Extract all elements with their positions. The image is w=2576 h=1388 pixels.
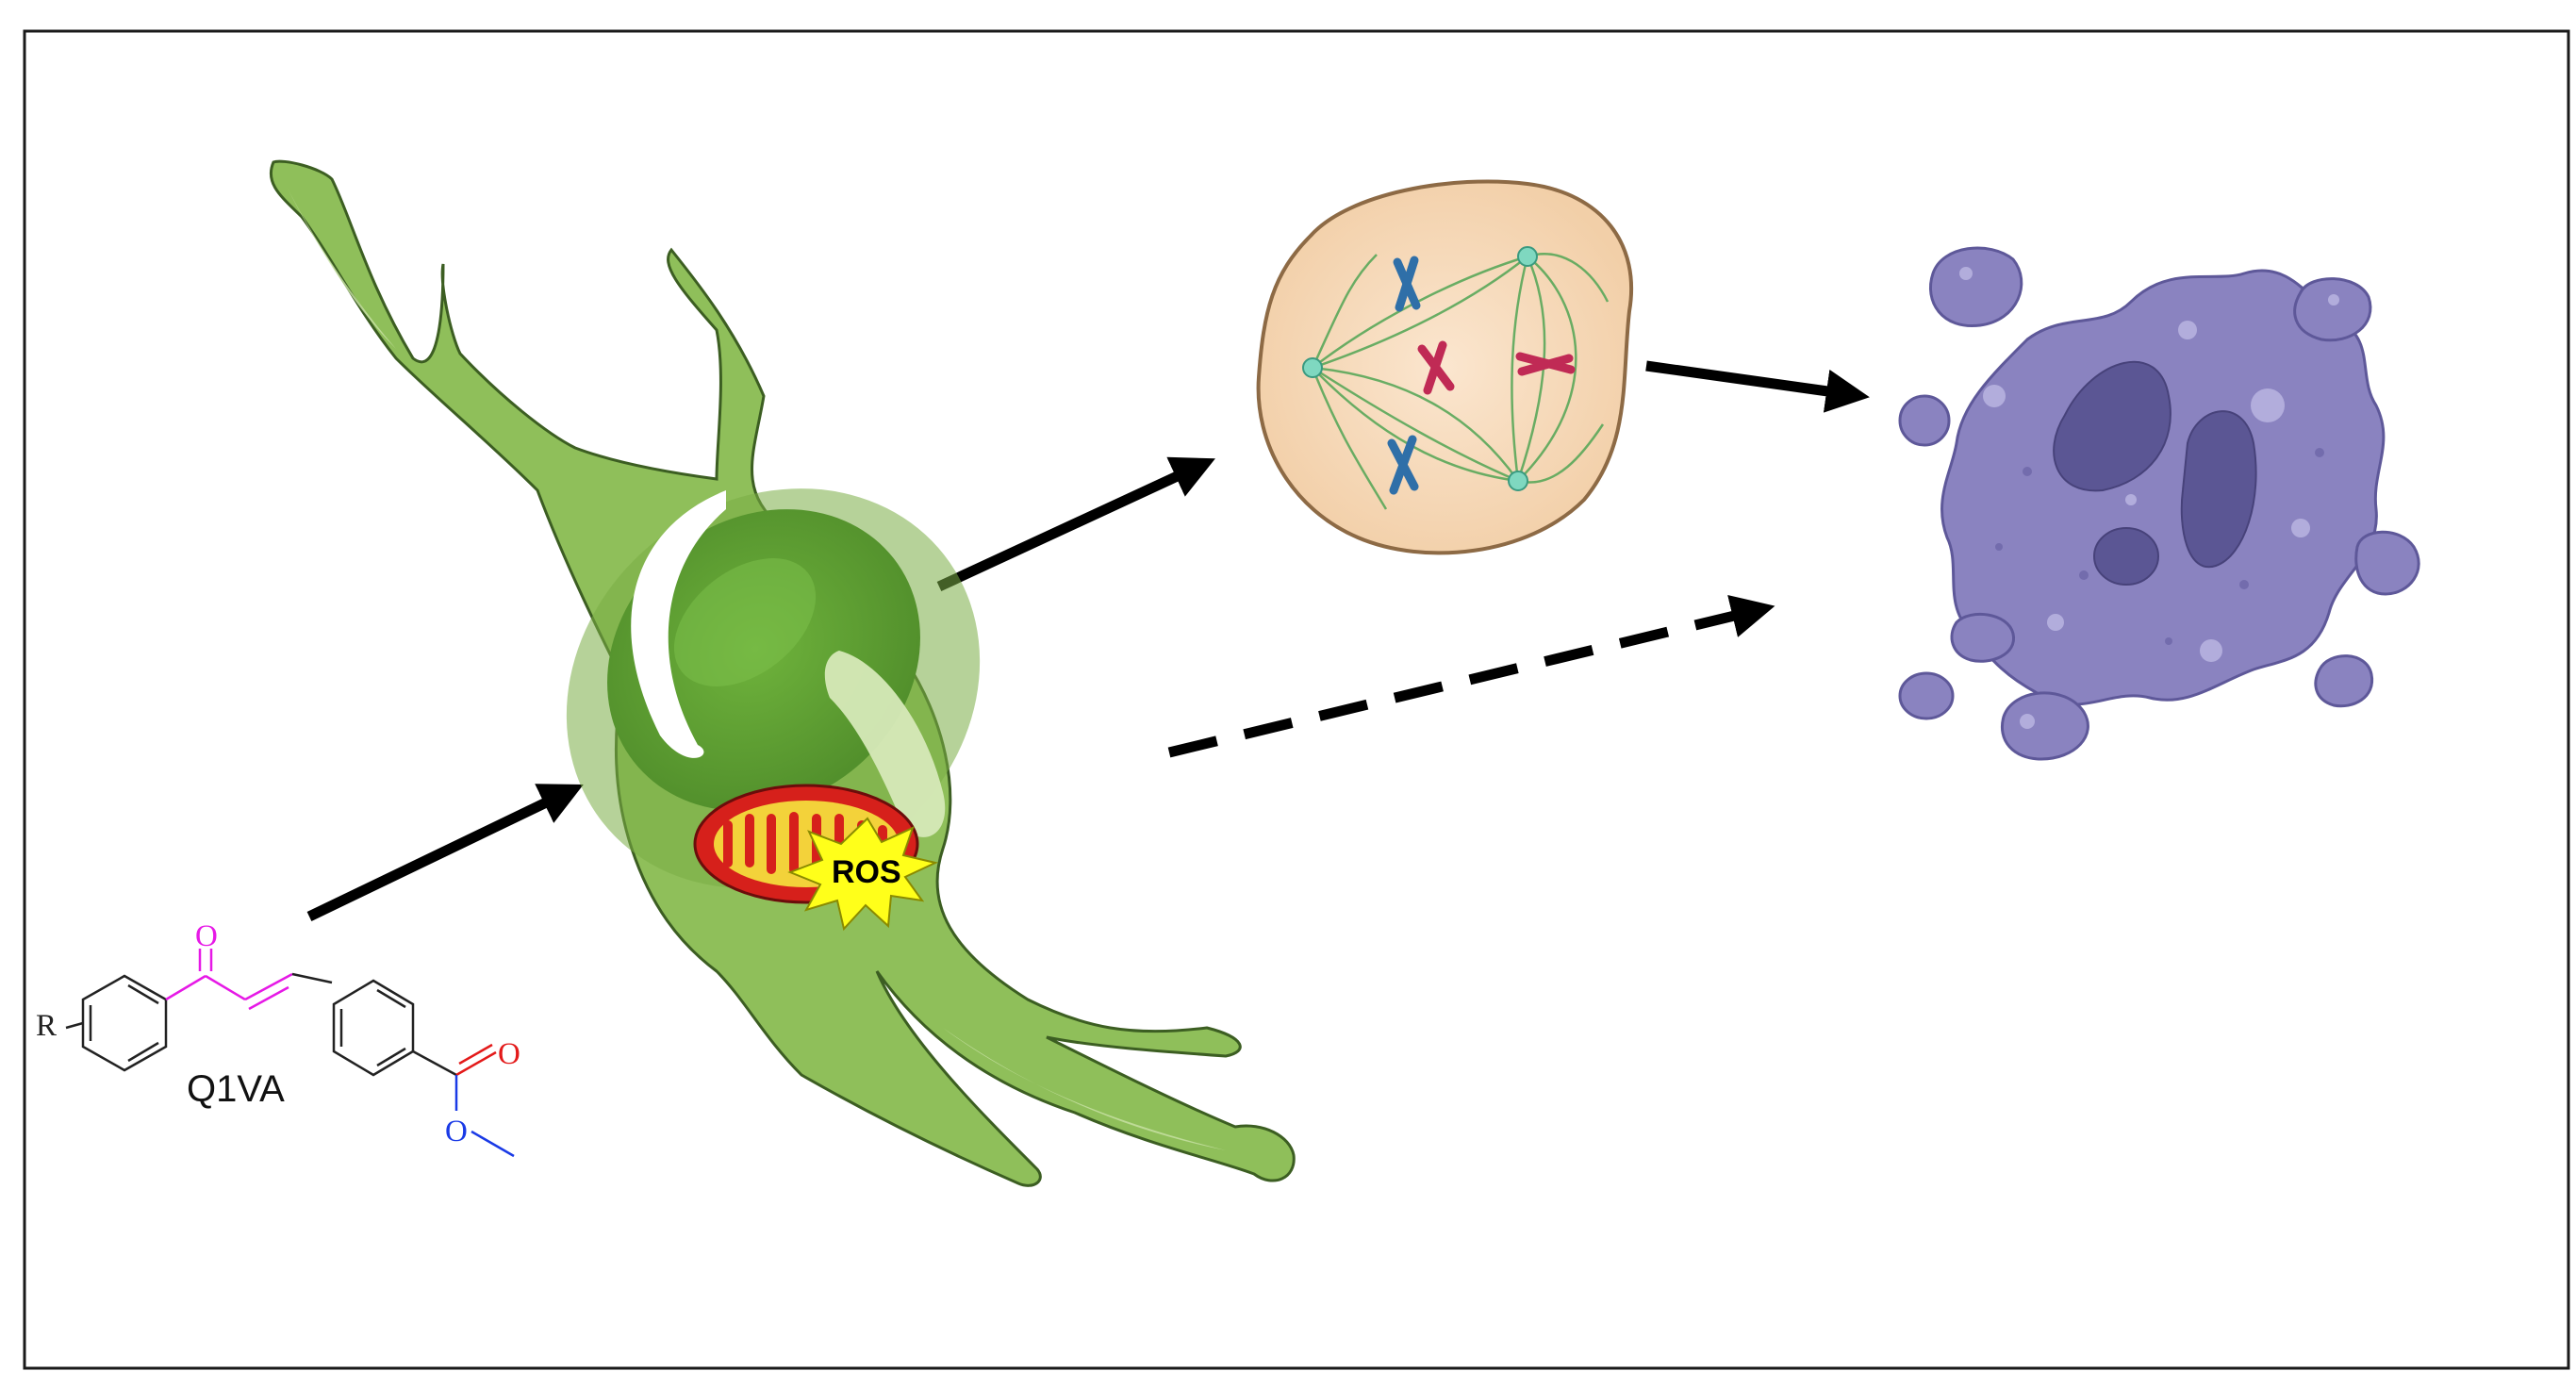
apoptotic-cell-body	[1940, 269, 2386, 706]
apoptotic-bodies	[1898, 246, 2420, 761]
diagram-frame	[23, 29, 2570, 1370]
benzene-ring-right	[291, 972, 415, 1077]
arrow-cell-to-mitosis	[936, 456, 1215, 591]
nucleolus-highlight	[673, 558, 817, 686]
apoptotic-body-vesicles	[1959, 267, 2339, 729]
r-bond	[65, 1021, 84, 1030]
ros-label: ROS	[832, 854, 901, 890]
arrow-cell-to-apoptosis-dashed	[1167, 594, 1775, 758]
ketone-oxygen-label: O	[195, 919, 218, 953]
centrosomes	[1302, 246, 1538, 491]
chemical-structure-icon: R O O O Q1VA	[36, 919, 520, 1158]
r-group-label: R	[36, 1009, 57, 1043]
apoptotic-cell-icon	[1898, 246, 2420, 761]
nuclear-fragment-3	[2093, 527, 2159, 586]
nuclear-envelope-crescent	[631, 490, 726, 758]
mitochondrion-icon	[693, 784, 919, 904]
cancer-cell-icon: ROS	[269, 159, 1296, 1187]
arrow-compound-to-cell	[306, 784, 584, 921]
mitotic-cell-icon	[1256, 179, 1634, 555]
enone-linker	[165, 949, 293, 1011]
compound-name: Q1VA	[187, 1068, 285, 1110]
cytoplasm-dots	[1995, 448, 2324, 645]
nuclear-fragment-1	[2053, 360, 2171, 492]
organelle-tube	[824, 651, 946, 837]
ros-burst-icon: ROS	[787, 817, 939, 932]
nuclear-fragment-2	[2180, 410, 2257, 569]
spindle-fibers	[1311, 253, 1610, 510]
ester-carbonyl-oxygen-label: O	[498, 1037, 520, 1071]
methyl-ester	[412, 1043, 515, 1158]
ester-ether-oxygen-label: O	[445, 1115, 468, 1148]
chromosomes	[1387, 256, 1576, 495]
arrow-mitosis-to-apoptosis	[1645, 360, 1870, 413]
